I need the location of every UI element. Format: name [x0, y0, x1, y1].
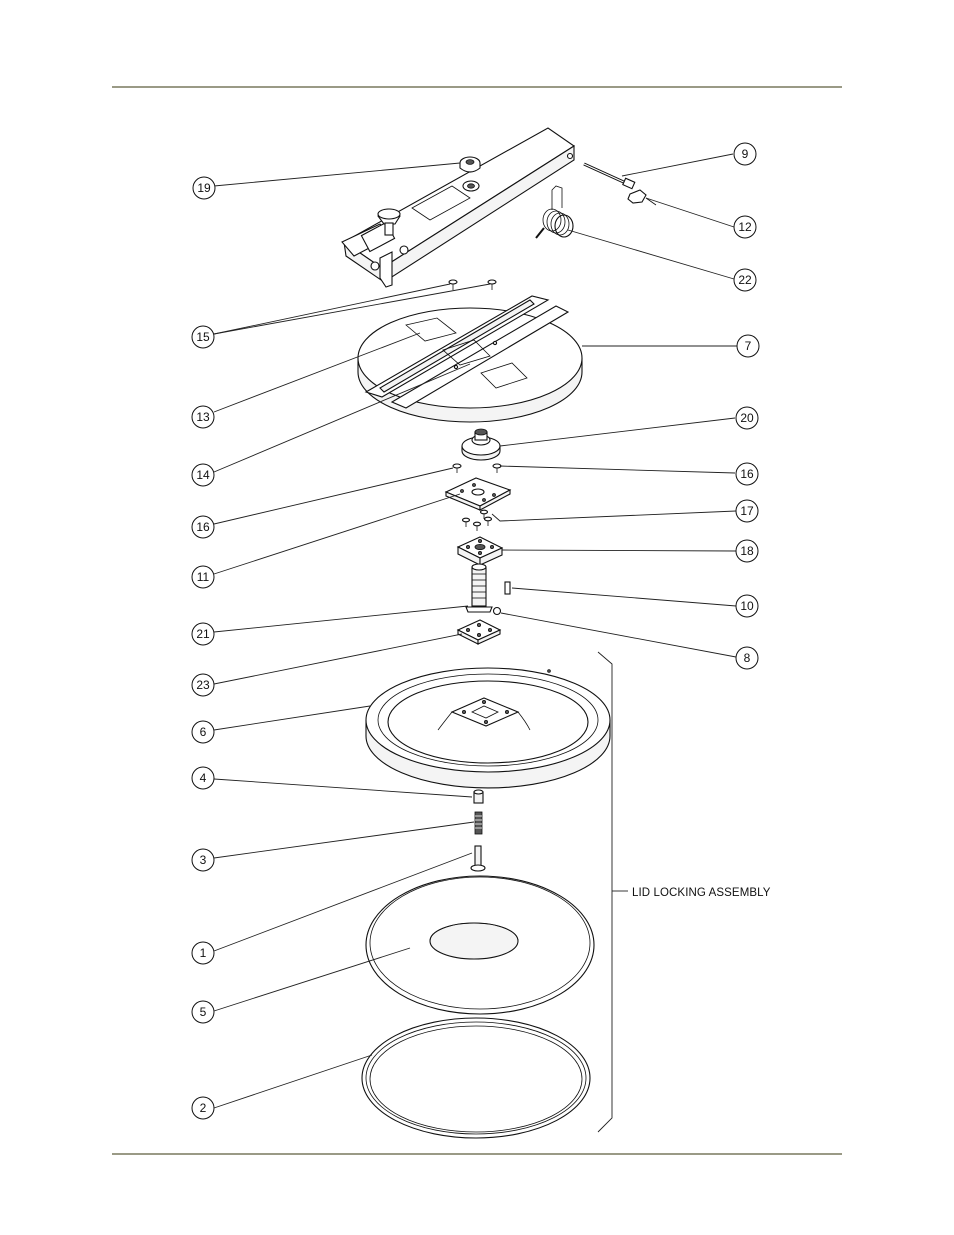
callout-5-label: 5 [200, 1005, 207, 1019]
callout-17-label: 17 [740, 504, 754, 518]
part-2-gasket [362, 1018, 590, 1138]
part-19-nut [460, 157, 480, 172]
handle-arm [342, 128, 574, 287]
callout-5: 5 [192, 1001, 214, 1023]
callout-11: 11 [192, 566, 214, 588]
part-8-nut [494, 608, 501, 615]
callout-13-label: 13 [196, 410, 210, 424]
callout-22: 22 [734, 269, 756, 291]
part-20-hub [462, 429, 500, 460]
callout-10: 10 [736, 595, 758, 617]
callout-23-label: 23 [196, 678, 210, 692]
callout-21: 21 [192, 623, 214, 645]
callout-4: 4 [192, 767, 214, 789]
part-22-spring [536, 186, 573, 238]
callout-15-label: 15 [196, 330, 210, 344]
part-4-bushing [474, 790, 483, 803]
assembly-label: LID LOCKING ASSEMBLY [632, 887, 771, 899]
part-12-nut [628, 190, 656, 205]
callout-15: 15 [192, 326, 214, 348]
callout-4-label: 4 [200, 771, 207, 785]
part-11-plate [446, 478, 510, 510]
part-15-screws [449, 280, 496, 290]
callout-18: 18 [736, 540, 758, 562]
callout-16-right: 16 [736, 463, 758, 485]
part-18-block [458, 537, 502, 565]
callout-6: 6 [192, 721, 214, 743]
part-3-spring [475, 812, 482, 834]
callout-14-label: 14 [196, 468, 210, 482]
part-5-disk [366, 876, 594, 1014]
callout-8: 8 [736, 647, 758, 669]
callout-1-label: 1 [200, 946, 207, 960]
callout-13: 13 [192, 406, 214, 428]
part-21-spindle [466, 564, 492, 612]
callout-19-label: 19 [197, 181, 211, 195]
callout-20-label: 20 [740, 411, 754, 425]
callout-3-label: 3 [200, 853, 207, 867]
callout-7-label: 7 [745, 339, 752, 353]
part-23-plate [458, 620, 500, 644]
callout-11-label: 11 [197, 570, 210, 584]
part-7-lid [358, 296, 582, 422]
callout-2-label: 2 [200, 1101, 207, 1115]
callout-23: 23 [192, 674, 214, 696]
callout-3: 3 [192, 849, 214, 871]
callout-9-label: 9 [742, 147, 749, 161]
part-16-screws [453, 464, 501, 473]
callout-16-left: 16 [192, 516, 214, 538]
callout-9: 9 [734, 143, 756, 165]
callout-22-label: 22 [738, 273, 752, 287]
callout-14: 14 [192, 464, 214, 486]
callout-18-label: 18 [740, 544, 754, 558]
callout-7: 7 [737, 335, 759, 357]
callout-19: 19 [193, 177, 215, 199]
callout-12-label: 12 [738, 220, 752, 234]
part-9-pin [584, 164, 635, 189]
callout-2: 2 [192, 1097, 214, 1119]
callout-10-label: 10 [740, 599, 754, 613]
part-10-key [505, 582, 510, 594]
callout-17: 17 [736, 500, 758, 522]
callout-12: 12 [734, 216, 756, 238]
callout-16-left-label: 16 [196, 520, 210, 534]
callout-6-label: 6 [200, 725, 207, 739]
part-6-rim [366, 668, 610, 788]
part-1-bolt [471, 846, 485, 871]
part-17-screws [463, 510, 492, 531]
callout-8-label: 8 [744, 651, 751, 665]
callout-16-right-label: 16 [740, 467, 754, 481]
callout-20: 20 [736, 407, 758, 429]
callout-21-label: 21 [196, 627, 210, 641]
callout-1: 1 [192, 942, 214, 964]
